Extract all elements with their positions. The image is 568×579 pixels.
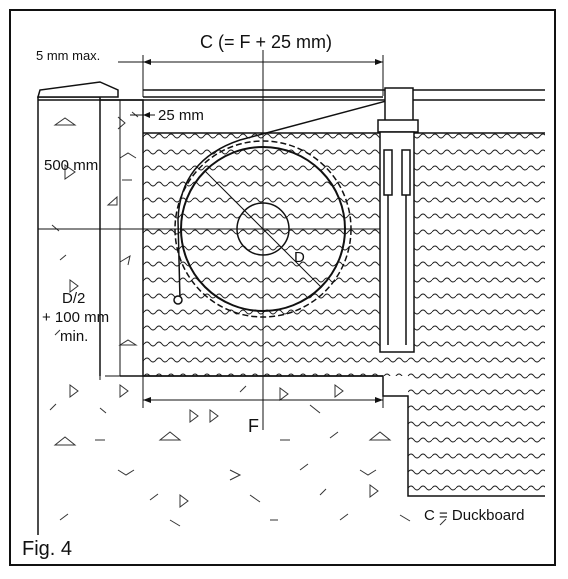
dim-offset-label: 25 mm — [158, 107, 204, 124]
dim-lower-line1: D/2 — [62, 290, 85, 307]
water-basin-lower — [408, 376, 545, 496]
dim-lower-line2: + 100 mm — [42, 309, 109, 326]
dim-diameter-label: D — [294, 249, 305, 266]
dim-gap-label: 5 mm max. — [36, 48, 100, 63]
dimension-arrowheads — [143, 59, 383, 403]
coping-stone — [37, 81, 119, 98]
dim-top-label: C (= F + 25 mm) — [200, 32, 332, 52]
dim-lower-line3: min. — [60, 328, 88, 345]
support-bracket — [377, 87, 419, 353]
water-basin-upper — [143, 133, 545, 376]
dim-depth-label: 500 mm — [44, 157, 98, 174]
figure-caption: Fig. 4 — [22, 538, 72, 560]
roller-drum — [173, 99, 391, 318]
legend-text: C = Duckboard — [424, 507, 524, 524]
reference-lines — [38, 50, 384, 430]
dim-width-label: F — [248, 416, 259, 436]
duckboard-cover — [143, 89, 545, 98]
